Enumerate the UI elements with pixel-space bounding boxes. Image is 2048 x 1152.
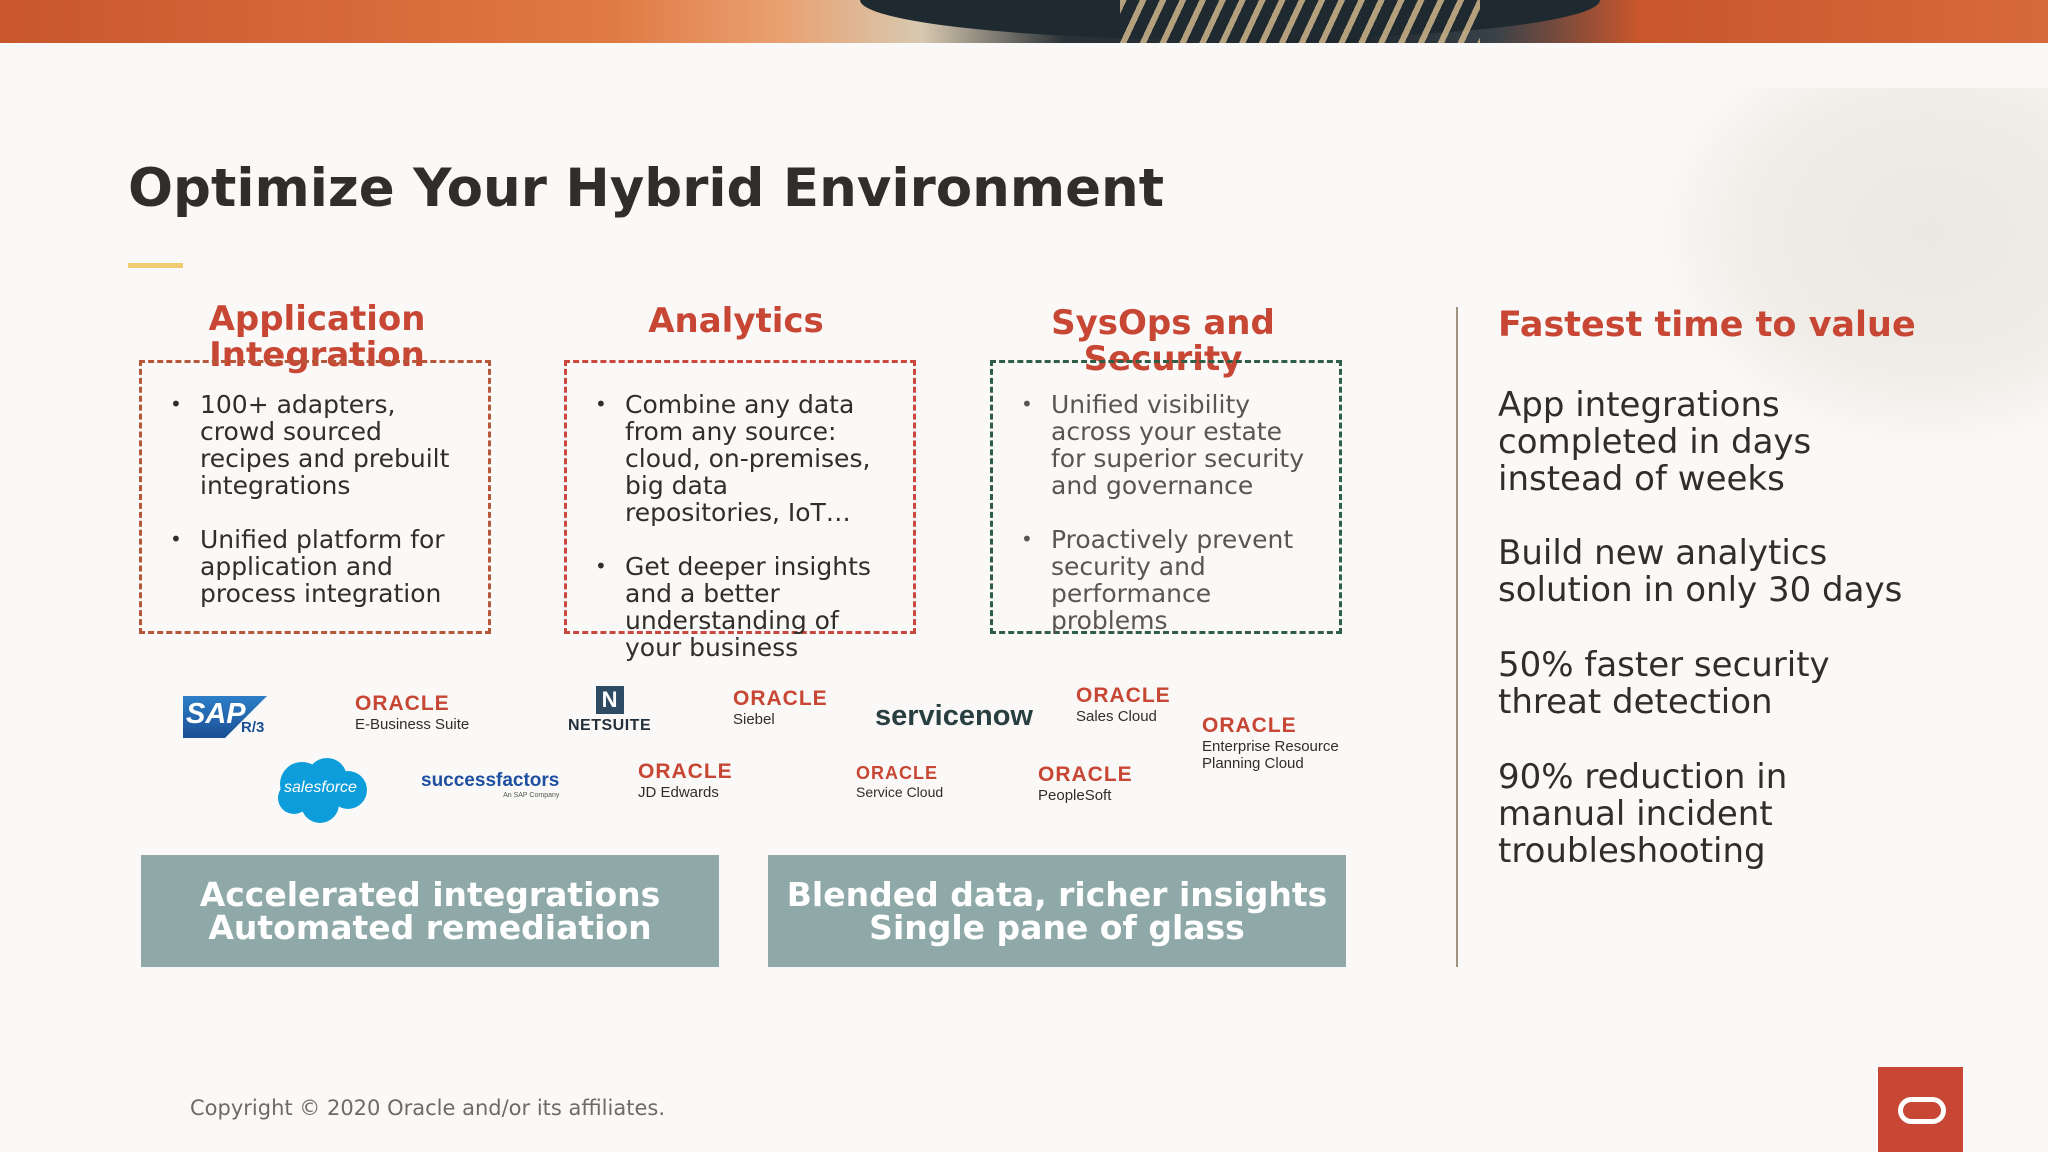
oracle-peoplesoft-logo: ORACLE PeopleSoft [1038,763,1133,804]
copyright-notice: Copyright © 2020 Oracle and/or its affil… [190,1096,665,1120]
oracle-product-name: PeopleSoft [1038,787,1112,804]
oracle-wordmark: ORACLE [1202,714,1297,737]
banner-integrations: Accelerated integrations Automated remed… [141,855,719,967]
value-stat: App integrations completed in days inste… [1498,385,1812,499]
oracle-product-name: Siebel [733,711,775,728]
banner-line: Accelerated integrations [199,875,661,914]
heading-sysops-security: SysOps and Security [1051,303,1275,379]
value-stat: 50% faster security threat detection [1498,645,1830,722]
banner-line: Automated remediation [208,908,652,947]
servicenow-logo: servicenow [875,700,1033,732]
box-sysops-security: Unified visibility across your estate fo… [990,360,1342,634]
bullet-item: Unified platform for application and pro… [170,526,460,607]
bullet-item: Unified visibility across your estate fo… [1021,391,1311,499]
oracle-jde-logo: ORACLE JD Edwards [638,760,733,801]
oracle-ring-icon [1898,1097,1946,1124]
bullet-item: Proactively prevent security and perform… [1021,526,1311,634]
oracle-product-name: Sales Cloud [1076,708,1157,725]
netsuite-logo: N NETSUITE [568,686,651,735]
sap-logo: SAP R/3 [183,694,273,745]
successfactors-tagline: An SAP Company [503,792,560,799]
bullet-item: Combine any data from any source: cloud,… [595,391,885,526]
oracle-product-name: Enterprise Resource Planning Cloud [1202,738,1339,772]
banner-insights: Blended data, richer insights Single pan… [768,855,1346,967]
salesforce-wordmark: salesforce [284,779,357,796]
oracle-service-cloud-logo: ORACLE Service Cloud [856,763,943,800]
banner-line: Single pane of glass [869,908,1245,947]
heading-application-integration: Application Integration [208,299,426,375]
successfactors-logo: successfactors An SAP Company [421,770,559,799]
box-analytics: Combine any data from any source: cloud,… [564,360,916,661]
salesforce-logo: salesforce [272,754,372,824]
sap-logo-mark [183,696,267,738]
successfactors-wordmark: successfactors [421,770,560,791]
vertical-divider [1456,307,1458,967]
oracle-wordmark: ORACLE [1076,684,1171,707]
netsuite-wordmark: NETSUITE [568,717,652,734]
oracle-wordmark: ORACLE [638,760,733,783]
value-stat: 90% reduction in manual incident trouble… [1498,757,1788,871]
decorative-header-band [0,0,2048,43]
sap-suffix: R/3 [241,719,265,736]
oracle-logo-badge [1878,1067,1963,1152]
oracle-product-name: Service Cloud [856,784,944,800]
netsuite-mark-icon: N [595,686,624,714]
bullet-item: 100+ adapters, crowd sourced recipes and… [170,391,460,499]
sap-wordmark: SAP [186,698,246,730]
oracle-siebel-logo: ORACLE Siebel [733,687,828,728]
heading-analytics: Analytics [648,301,824,341]
salesforce-cloud-icon [278,758,367,823]
slide-title: Optimize Your Hybrid Environment [128,158,1165,219]
oracle-product-name: E-Business Suite [355,716,470,733]
header-stripe-pattern [1120,0,1480,43]
oracle-ebs-logo: ORACLE E-Business Suite [355,692,469,733]
value-heading: Fastest time to value [1498,305,1916,345]
oracle-wordmark: ORACLE [733,687,828,710]
oracle-erp-logo: ORACLE Enterprise Resource Planning Clou… [1202,714,1372,772]
oracle-wordmark: ORACLE [355,692,450,715]
oracle-product-name: JD Edwards [638,784,719,801]
value-stat: Build new analytics solution in only 30 … [1498,533,1903,610]
banner-line: Blended data, richer insights [786,875,1328,914]
bullet-item: Get deeper insights and a better underst… [595,553,885,661]
box-application-integration: 100+ adapters, crowd sourced recipes and… [139,360,491,634]
oracle-wordmark: ORACLE [1038,763,1133,786]
decorative-texture [1658,88,2048,448]
title-accent-rule [128,263,183,268]
oracle-wordmark: ORACLE [856,763,938,783]
oracle-sales-cloud-logo: ORACLE Sales Cloud [1076,684,1171,725]
